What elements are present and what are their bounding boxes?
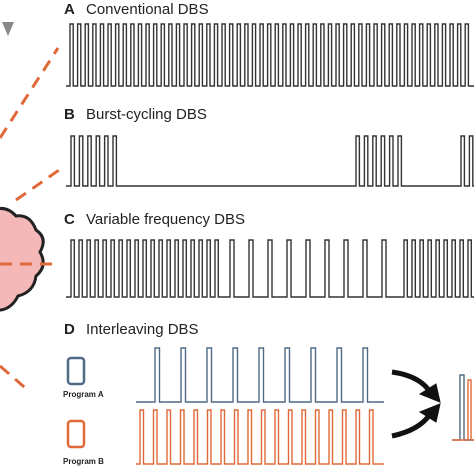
variable-frequency-waveform bbox=[66, 239, 474, 298]
program-b: Program B bbox=[63, 419, 104, 466]
merge-arrowhead-top-icon bbox=[418, 383, 441, 403]
guide-line-a bbox=[0, 47, 60, 139]
panel-d-header: D Interleaving DBS bbox=[64, 321, 199, 338]
panel-a-title: Conventional DBS bbox=[86, 1, 209, 18]
program-b-label: Program B bbox=[63, 457, 104, 466]
panel-d-letter: D bbox=[64, 321, 75, 338]
program-a-label: Program A bbox=[63, 390, 104, 399]
panel-c-title: Variable frequency DBS bbox=[86, 211, 245, 228]
guide-line-d bbox=[0, 364, 31, 394]
electrode-arrow-icon bbox=[2, 22, 14, 36]
merge-arrows bbox=[391, 369, 441, 439]
guide-line-b bbox=[15, 166, 63, 202]
brain-illustration bbox=[0, 22, 45, 312]
panel-c-letter: C bbox=[64, 211, 75, 228]
burst-cycling-waveform bbox=[66, 135, 474, 187]
program-a-device-icon bbox=[66, 356, 86, 386]
merge-arrow-bottom-icon bbox=[391, 412, 433, 439]
panel-c-header: C Variable frequency DBS bbox=[64, 211, 245, 228]
panel-b-header: B Burst-cycling DBS bbox=[64, 106, 207, 123]
program-b-device-icon bbox=[66, 419, 86, 449]
conventional-waveform bbox=[66, 23, 474, 87]
panel-b-title: Burst-cycling DBS bbox=[86, 106, 207, 123]
panel-d-title: Interleaving DBS bbox=[86, 321, 199, 338]
program-a: Program A bbox=[63, 356, 104, 399]
program-a-waveform bbox=[136, 347, 384, 403]
panel-a-header: A Conventional DBS bbox=[64, 1, 209, 18]
merge-arrowhead-bottom-icon bbox=[418, 403, 441, 423]
merge-arrow-top-icon bbox=[391, 369, 433, 394]
guide-lines bbox=[0, 47, 63, 394]
brain-shape bbox=[0, 207, 45, 312]
program-b-waveform bbox=[136, 409, 384, 465]
panel-a-letter: A bbox=[64, 1, 75, 18]
panel-b-letter: B bbox=[64, 106, 75, 123]
combined-output-program-b bbox=[452, 379, 474, 441]
